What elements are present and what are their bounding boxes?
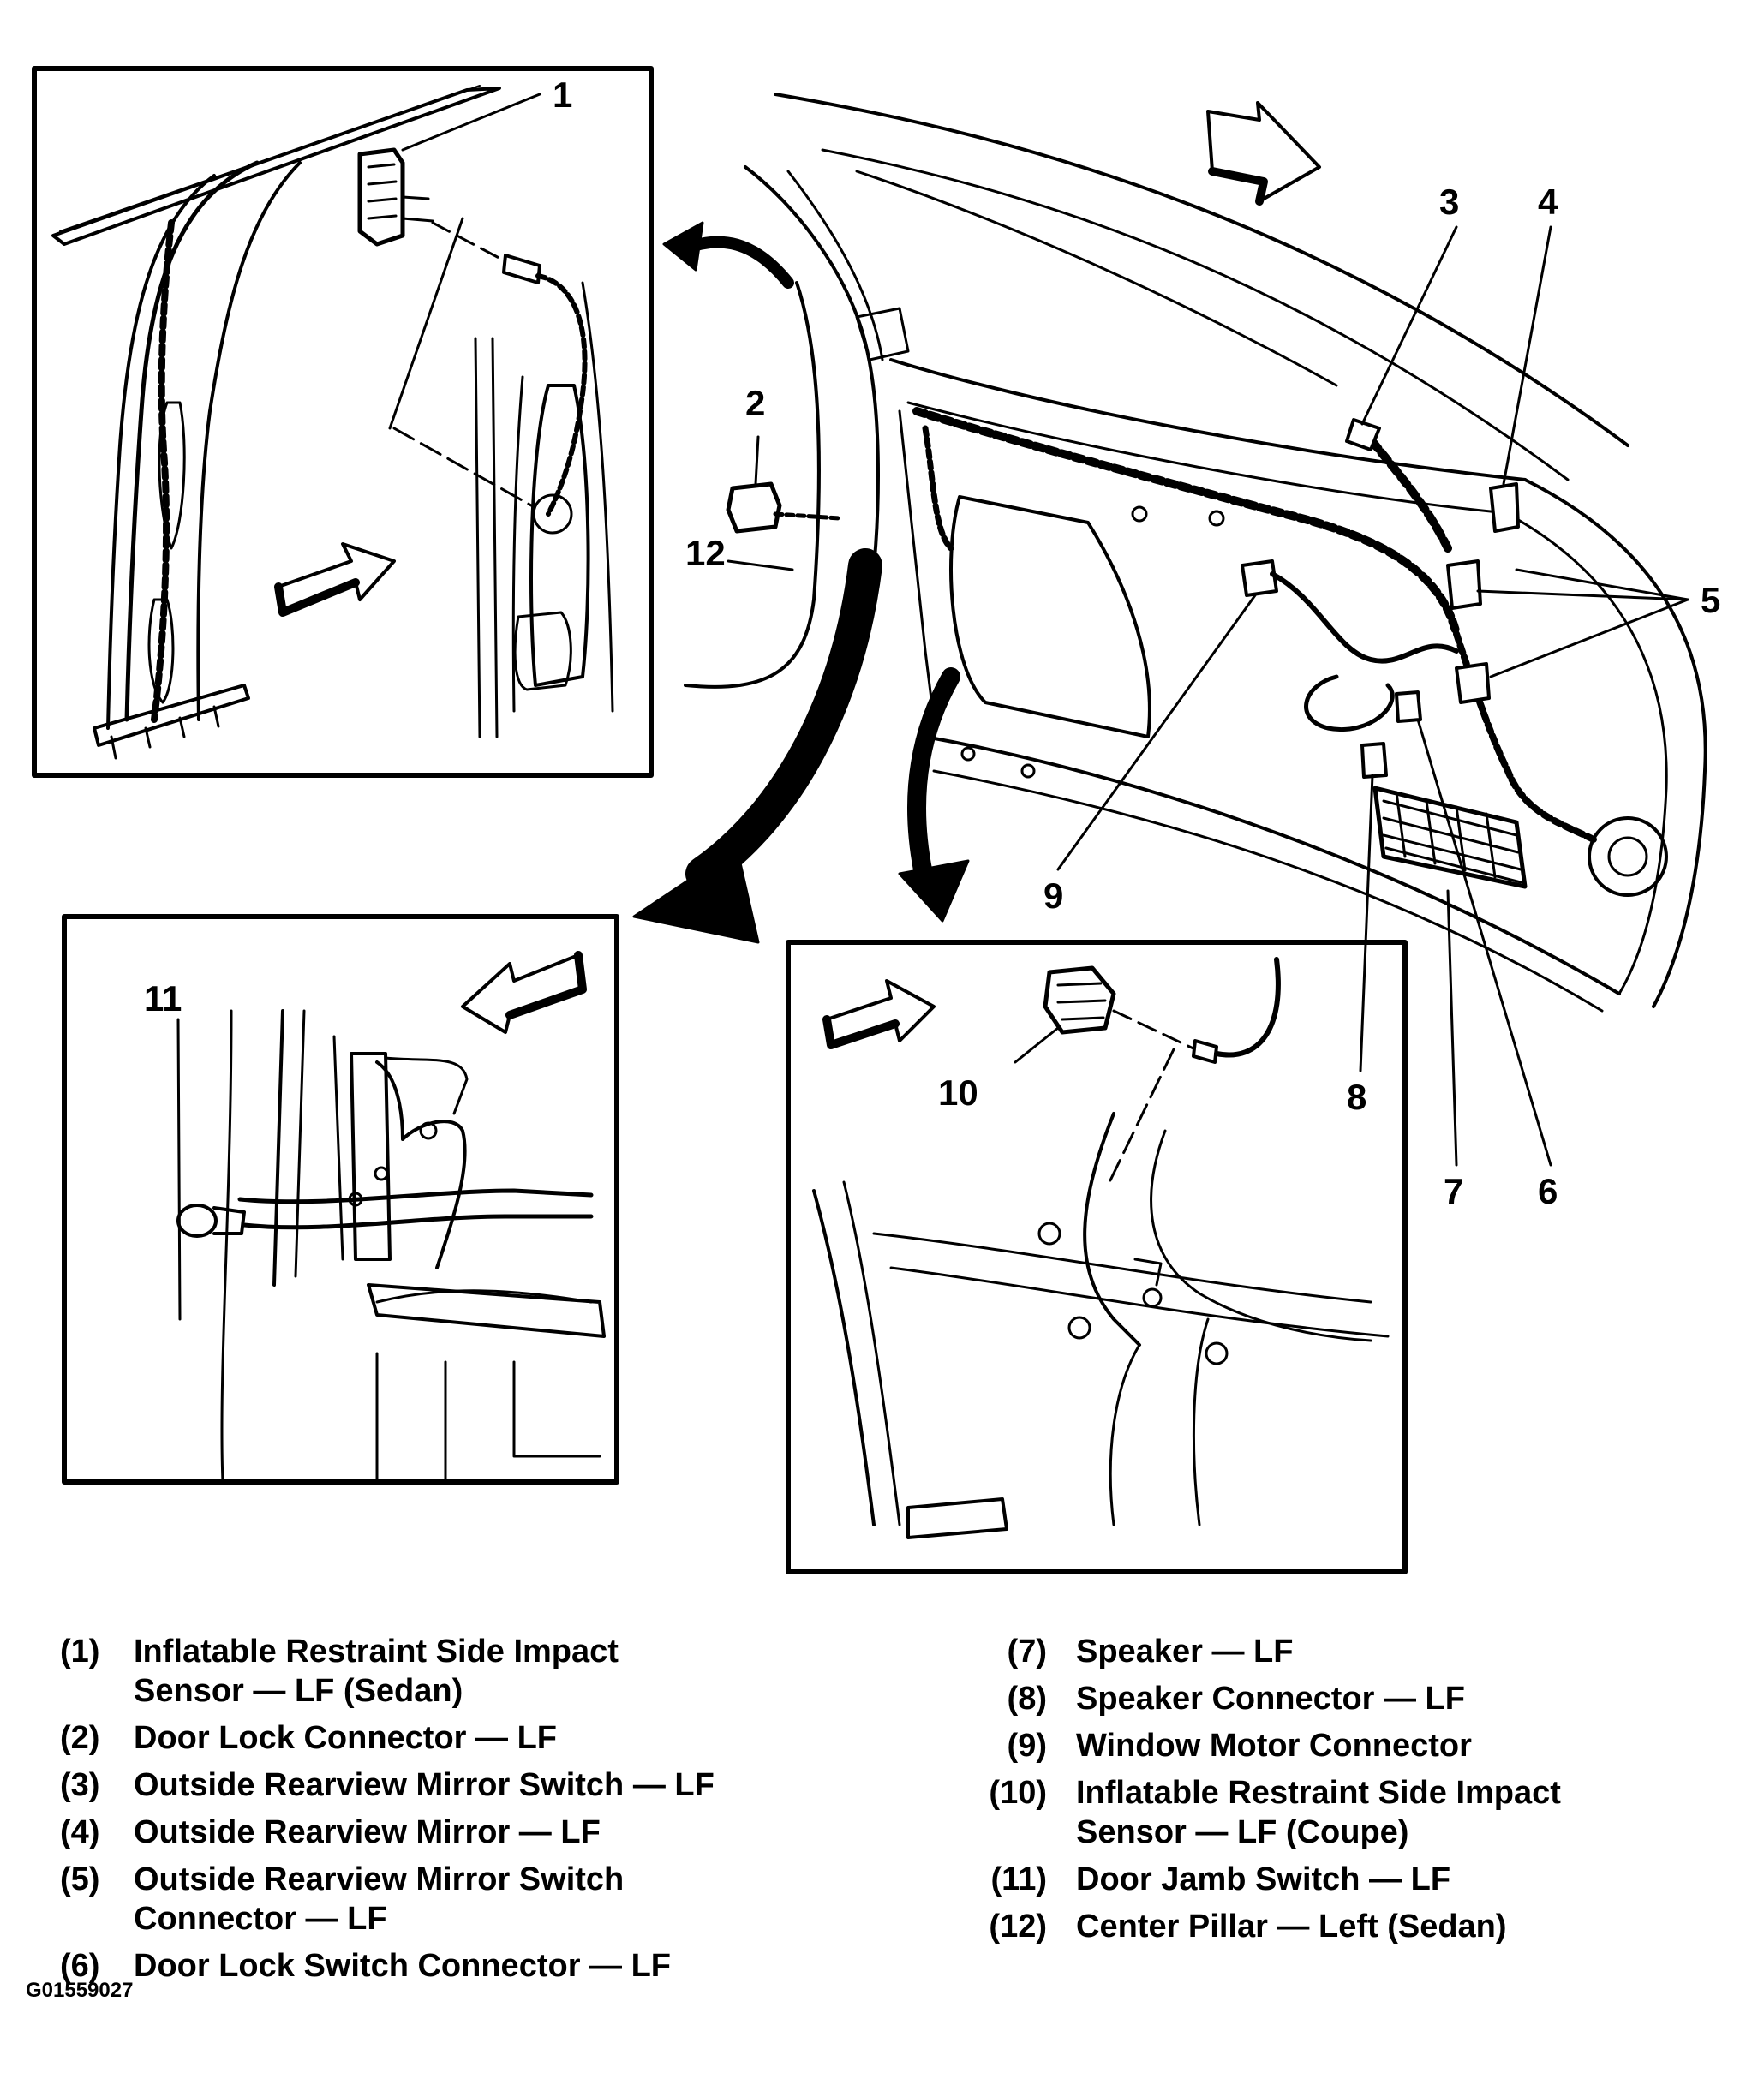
speaker-grille <box>1372 786 1528 889</box>
callout-12: 12 <box>685 533 726 573</box>
legend-entry-8: (8)Speaker Connector — LF <box>1007 1681 1465 1717</box>
legend-entry-9: (9)Window Motor Connector <box>1007 1728 1472 1764</box>
legend-left-column: (1)Inflatable Restraint Side Impact Sens… <box>60 1632 831 1993</box>
legend-entry-5: (5)Outside Rearview Mirror Switch Connec… <box>60 1861 625 1937</box>
legend-entry-7: (7)Speaker — LF <box>1007 1634 1294 1670</box>
legend-entry-11: (11)Door Jamb Switch — LF <box>990 1861 1451 1897</box>
legend-entry-12: (12)Center Pillar — Left (Sedan) <box>989 1909 1507 1945</box>
door-wiring-diagram: 1 2 3 4 5 6 7 8 9 10 11 12 <box>32 66 1720 1574</box>
side-impact-sensor-coupe <box>1043 965 1116 1035</box>
callout-3: 3 <box>1439 182 1459 222</box>
callout-2: 2 <box>745 383 765 423</box>
callout-10: 10 <box>938 1072 978 1113</box>
figure-id: G01559027 <box>26 1979 134 2002</box>
inset-sedan-pillar <box>32 66 654 778</box>
legend-entry-2: (2)Door Lock Connector — LF <box>60 1720 557 1756</box>
callout-7: 7 <box>1444 1171 1463 1211</box>
leader-lines <box>176 93 1689 1321</box>
legend-entry-10: (10)Inflatable Restraint Side Impact Sen… <box>989 1775 1561 1850</box>
legend-right-column: (7)Speaker — LF (8)Speaker Connector — L… <box>984 1632 1737 1954</box>
legend-entry-6: (6)Door Lock Switch Connector — LF <box>60 1948 672 1984</box>
callout-8: 8 <box>1347 1077 1366 1117</box>
callout-11: 11 <box>144 978 182 1019</box>
callout-1: 1 <box>553 75 572 115</box>
legend-entry-3: (3)Outside Rearview Mirror Switch — LF <box>60 1767 715 1803</box>
callout-4: 4 <box>1538 182 1558 222</box>
inset-door-jamb <box>62 914 619 1485</box>
legend-entry-4: (4)Outside Rearview Mirror — LF <box>60 1814 601 1850</box>
door-jamb-switch <box>176 1204 246 1238</box>
callout-6: 6 <box>1538 1171 1558 1211</box>
callout-9: 9 <box>1043 875 1063 916</box>
main-door-view <box>632 93 1707 1013</box>
callout-5: 5 <box>1701 580 1720 620</box>
legend-entry-1: (1)Inflatable Restraint Side Impact Sens… <box>60 1634 619 1709</box>
inset-coupe-sensor <box>786 940 1408 1574</box>
side-impact-sensor-sedan <box>357 147 434 247</box>
